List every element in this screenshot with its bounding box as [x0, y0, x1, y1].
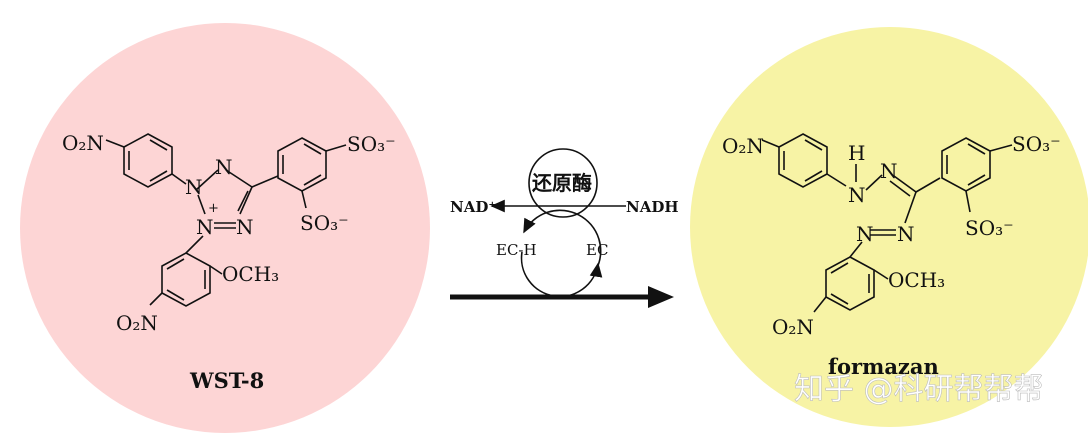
formazan-nitro-bottom: O₂N [772, 315, 814, 339]
formazan-h-atom: H [848, 141, 865, 165]
enzyme-label: 还原酶 [531, 171, 592, 195]
enzyme-cycle [490, 148, 626, 298]
formazan-n-a: N [848, 183, 866, 207]
wst8-methoxy: OCH₃ [222, 262, 279, 286]
right-circle [690, 27, 1088, 427]
formazan-structure [761, 133, 1013, 313]
wst8-structure [105, 133, 347, 307]
wst8-ring-n3: N [196, 215, 214, 239]
wst8-ring-n2: N [215, 155, 233, 179]
wst8-ring-charge: + [208, 201, 219, 216]
wst8-sulfo-mid: SO₃⁻ [300, 211, 349, 235]
ec-label: EC [586, 241, 608, 259]
main-reaction-arrowhead [648, 286, 674, 308]
ec-h-label: EC-H [496, 241, 537, 259]
formazan-sulfo-mid: SO₃⁻ [965, 216, 1014, 240]
nadh-label: NADH [626, 198, 679, 216]
formazan-n-c: N [856, 222, 874, 246]
wst8-ring-n4: N [236, 215, 254, 239]
wst8-caption: WST-8 [189, 368, 264, 393]
wst8-sulfo-top: SO₃⁻ [347, 132, 396, 156]
formazan-caption: formazan [828, 354, 939, 379]
watermark: 知乎 @科研帮帮帮 [794, 372, 1044, 407]
formazan-nitro-top: O₂N [722, 134, 764, 158]
wst8-nitro-top: O₂N [62, 131, 104, 155]
wst8-ring-n1: N [185, 175, 203, 199]
formazan-n-d: N [897, 222, 915, 246]
nad-plus-label: NAD⁺ [450, 198, 496, 216]
wst8-nitro-bottom: O₂N [116, 311, 158, 335]
formazan-methoxy: OCH₃ [888, 268, 945, 292]
formazan-n-b: N [880, 159, 898, 183]
formazan-sulfo-top: SO₃⁻ [1012, 132, 1061, 156]
